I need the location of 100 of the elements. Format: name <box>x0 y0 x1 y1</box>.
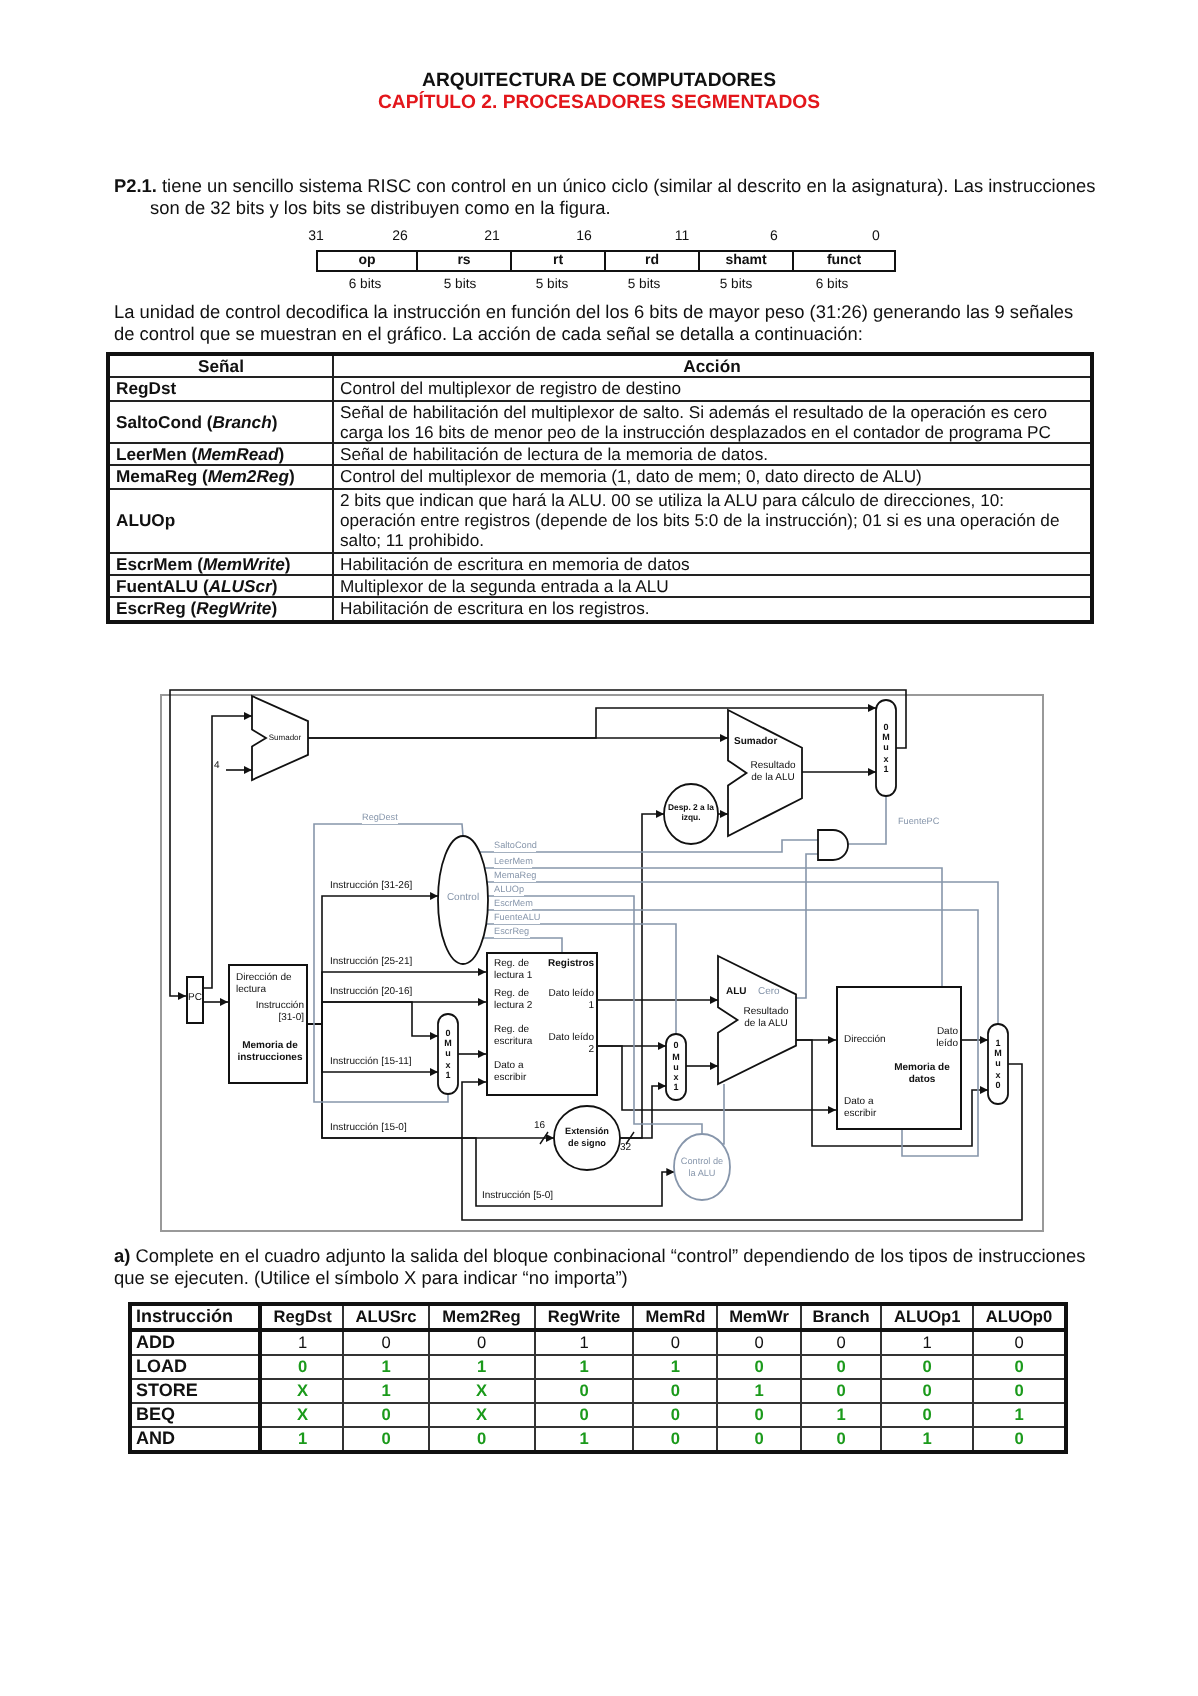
signal-description: Control del multiplexor de memoria (1, dato de mem; 0, dato directo de ALU) <box>333 465 1092 489</box>
signal-value: 0 <box>534 1379 634 1403</box>
signal-value: X <box>260 1403 344 1427</box>
signal-description: Habilitación de escritura en memoria de datos <box>333 552 1092 575</box>
signal-value: 0 <box>343 1403 429 1427</box>
column-header: ALUOp1 <box>881 1304 974 1330</box>
signal-value: 1 <box>881 1330 974 1355</box>
signal-name: MemaReg (Mem2Reg) <box>108 465 333 489</box>
signal-value: 1 <box>633 1355 718 1379</box>
column-header: RegWrite <box>534 1304 634 1330</box>
connector-arrow <box>225 766 253 774</box>
connector-arrow <box>619 810 665 1139</box>
signal-value: 0 <box>800 1330 882 1355</box>
instruction-name: LOAD <box>130 1355 261 1379</box>
signal-value: 0 <box>534 1403 634 1427</box>
signal-value: 1 <box>343 1379 429 1403</box>
paragraph: La unidad de control decodifica la instrucción en función del los 6 bits de mayor peso (31:26) generando las 9 señales de control que se muestran en el gráfico. La acción de cada señal se detalla a continuación: <box>114 302 1076 346</box>
column-header: Branch <box>800 1304 882 1330</box>
chapter-subtitle: CAPÍTULO 2. PROCESADORES SEGMENTADOS <box>375 92 823 114</box>
signal-value: X <box>428 1403 535 1427</box>
connector-arrow <box>203 712 253 989</box>
page-title: ARQUITECTURA DE COMPUTADORES <box>422 70 778 92</box>
signal-value: 0 <box>973 1355 1066 1379</box>
connector-arrow <box>795 1039 989 1147</box>
block-box <box>836 986 962 1130</box>
column-header: Señal <box>108 354 333 378</box>
connector-arrow <box>847 795 887 845</box>
signal-value: X <box>428 1379 535 1403</box>
signal-value: 1 <box>428 1355 535 1379</box>
signal-value: X <box>260 1379 344 1403</box>
alu-shape <box>718 956 796 1084</box>
instruction-name: BEQ <box>130 1403 261 1427</box>
signal-value: 1 <box>717 1379 801 1403</box>
signal-value: 0 <box>881 1379 974 1403</box>
signal-value: 0 <box>717 1330 801 1355</box>
signal-description: Señal de habilitación de lectura de la memoria de datos. <box>333 443 1092 466</box>
column-header: ALUOp0 <box>973 1304 1066 1330</box>
column-header: Mem2Reg <box>428 1304 535 1330</box>
signal-value: 0 <box>800 1379 882 1403</box>
column-header: RegDst <box>260 1304 344 1330</box>
signal-value: 0 <box>428 1330 535 1355</box>
connector-arrow <box>961 1036 989 1044</box>
column-header: Instrucción <box>130 1304 261 1330</box>
connector-arrow <box>307 1023 676 1207</box>
ellipse-unit <box>438 836 488 964</box>
instruction-name: ADD <box>130 1330 261 1355</box>
connector-arrow <box>685 1062 719 1070</box>
signal-value: 1 <box>800 1403 882 1427</box>
signal-value: 0 <box>633 1330 718 1355</box>
signal-name: FuentALU (ALUScr) <box>108 574 333 598</box>
signal-value: 0 <box>800 1355 882 1379</box>
signal-value: 0 <box>260 1355 344 1379</box>
signal-name: LeerMen (MemRead) <box>108 443 333 466</box>
column-header: Acción <box>333 354 1092 378</box>
connector-arrow <box>597 996 719 1004</box>
signal-value: 0 <box>973 1379 1066 1403</box>
ellipse-unit <box>664 784 718 844</box>
signal-description: 2 bits que indican que hará la ALU. 00 se utiliza la ALU para cálculo de direcciones, 10: operación entre registros (depende de los bits 5:0 de la instrucción); 01 si es una operación de salto; 11 prohibido. <box>333 488 1092 553</box>
multiplexer <box>438 1014 458 1094</box>
and-gate <box>818 830 848 860</box>
signal-value: 0 <box>717 1355 801 1379</box>
adder-shape <box>252 696 308 780</box>
signal-value: 1 <box>534 1355 634 1379</box>
signal-description: Multiplexor de la segunda entrada a la ALU <box>333 574 1092 598</box>
connector-arrow <box>801 768 877 776</box>
signal-name: EscrMem (MemWrite) <box>108 552 333 575</box>
signal-value: 1 <box>973 1403 1066 1427</box>
signal-value: 0 <box>633 1403 718 1427</box>
connector-arrow <box>307 704 877 739</box>
connector-arrow <box>457 1050 487 1058</box>
ellipse-unit <box>674 1134 730 1200</box>
block-box <box>186 976 204 1024</box>
signal-value: 1 <box>260 1330 344 1355</box>
signal-value: 0 <box>717 1403 801 1427</box>
signal-value: 1 <box>343 1355 429 1379</box>
signal-value: 1 <box>534 1330 634 1355</box>
column-header: ALUSrc <box>343 1304 429 1330</box>
signal-value: 0 <box>343 1330 429 1355</box>
signal-description: Control del multiplexor de registro de destino <box>333 377 1092 401</box>
signal-name: ALUOp <box>108 488 333 553</box>
signal-value: 0 <box>973 1330 1066 1355</box>
problem-statement: P2.1. tiene un sencillo sistema RISC con control en un único ciclo (similar al descrito en la asignatura). Las instrucciones son de 32 bits y los bits se distribuyen como en la figura. <box>114 176 1098 220</box>
signal-description: Señal de habilitación del multiplexor de salto. Si además el resultado de la operación es cero carga los 16 bits de menor peo de la instrucción desplazados en el contador de programa PC <box>333 400 1092 444</box>
multiplexer <box>876 700 896 796</box>
signal-name: RegDst <box>108 377 333 401</box>
connector-arrow <box>203 998 229 1006</box>
column-header: MemWr <box>717 1304 801 1330</box>
signal-value: 0 <box>881 1403 974 1427</box>
connector-arrow <box>597 1045 837 1114</box>
signal-name: SaltoCond (Branch) <box>108 400 333 444</box>
multiplexer <box>666 1034 686 1100</box>
block-box <box>228 964 308 1084</box>
signal-value: 0 <box>881 1355 974 1379</box>
multiplexer <box>988 1024 1008 1104</box>
connector-arrow <box>169 689 907 1000</box>
question-text: a) Complete en el cuadro adjunto la salida del bloque conbinacional “control” dependiendo de los tipos de instrucciones que se ejecuten. (Utilice el símbolo X para indicar “no importa”) <box>114 1246 1088 1290</box>
signal-value: 0 <box>633 1379 718 1403</box>
column-header: MemRd <box>633 1304 718 1330</box>
instruction-name: STORE <box>130 1379 261 1403</box>
connector-arrow <box>461 1063 1023 1221</box>
